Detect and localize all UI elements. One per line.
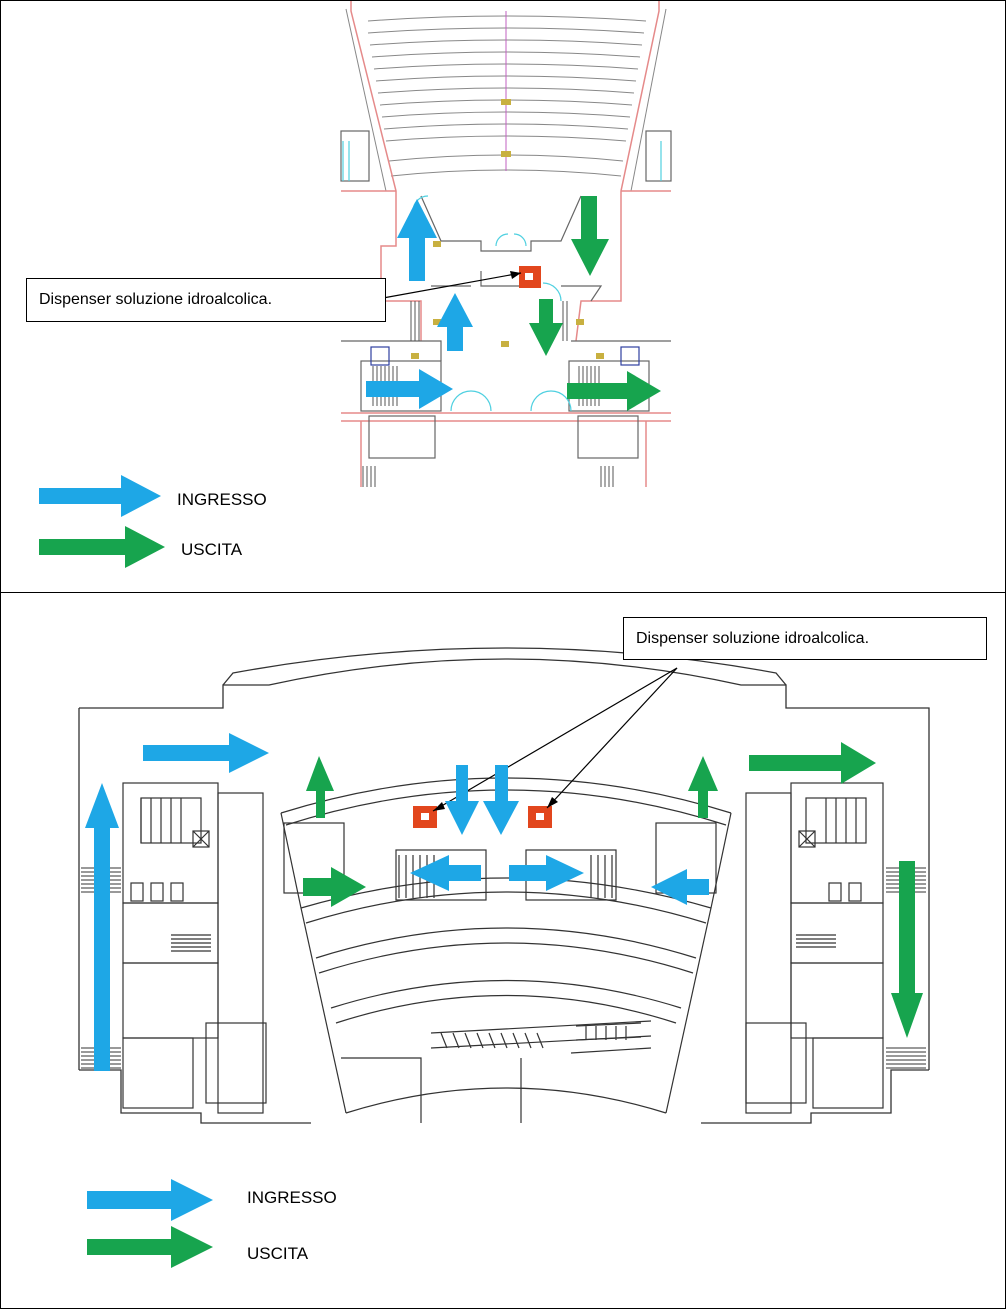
- entry-arrow-right: [366, 369, 453, 409]
- top-floor-plan-panel: Dispenser soluzione idroalcolica. INGRES…: [0, 0, 1006, 593]
- callout-leader-arrowhead-left: [433, 802, 445, 811]
- left-wing-rooms: [122, 782, 267, 1114]
- exit-arrow-top-right: [749, 742, 876, 784]
- dispenser-marker-right-center: [536, 813, 544, 820]
- legend-exit-arrow: [39, 526, 165, 568]
- legend-entry-arrow: [87, 1179, 213, 1221]
- top-legend-entry-label: INGRESSO: [177, 490, 267, 509]
- entry-arrow-down-1: [445, 765, 479, 835]
- entry-arrow-up-center: [437, 293, 473, 351]
- callout-leader-line-right: [546, 667, 678, 809]
- structural-walls: [340, 130, 672, 459]
- callout-leader-arrowhead: [510, 271, 521, 279]
- bottom-floor-plan: [78, 647, 930, 1268]
- entry-arrow-left-mid: [410, 855, 481, 891]
- right-wing-rooms: [745, 782, 884, 1114]
- legend-exit-arrow: [87, 1226, 213, 1268]
- entry-arrow-right-mid: [509, 855, 584, 891]
- exit-arrows: [529, 196, 661, 411]
- exit-arrow-right-down: [891, 861, 923, 1038]
- bottom-floor-plan-panel: Dispenser soluzione idroalcolica. INGRES…: [0, 592, 1006, 1309]
- entry-arrow-down-2: [483, 765, 519, 835]
- bottom-dispenser-callout: Dispenser soluzione idroalcolica.: [623, 617, 987, 660]
- top-floor-plan: [39, 1, 672, 568]
- top-dispenser-callout: Dispenser soluzione idroalcolica.: [26, 278, 386, 322]
- bottom-legend-exit-label: USCITA: [247, 1244, 309, 1263]
- bottom-legend-entry-label: INGRESSO: [247, 1188, 337, 1207]
- entry-arrow-left-up: [85, 783, 119, 1071]
- dispenser-marker-center: [525, 273, 533, 280]
- callout-leader-line: [382, 272, 522, 299]
- exit-arrow-up-left: [306, 756, 334, 818]
- building-outline: [78, 647, 930, 1124]
- exit-arrows: [303, 742, 923, 1038]
- top-legend-exit-label: USCITA: [181, 540, 243, 559]
- dispenser-marker-left-center: [421, 813, 429, 820]
- exit-arrow-up-right: [688, 756, 718, 818]
- central-curved-halls: [280, 777, 732, 1123]
- entry-arrows: [85, 733, 709, 1071]
- entry-arrow-up-left: [397, 199, 437, 281]
- legend-entry-arrow: [39, 475, 161, 517]
- exit-arrow-right: [567, 371, 661, 411]
- entry-arrows: [366, 199, 473, 409]
- callout-leader-line-left: [432, 667, 678, 812]
- cyan-doors: [370, 195, 640, 412]
- red-wall-outline: [341, 1, 671, 487]
- exit-arrow-down-center: [529, 299, 563, 356]
- exit-arrow-down-right: [571, 196, 609, 276]
- entry-arrow-top-right: [143, 733, 269, 773]
- exit-arrow-right-left: [303, 867, 366, 907]
- entry-arrow-left-right: [651, 869, 709, 905]
- callout-leader-arrowhead-right: [547, 797, 558, 808]
